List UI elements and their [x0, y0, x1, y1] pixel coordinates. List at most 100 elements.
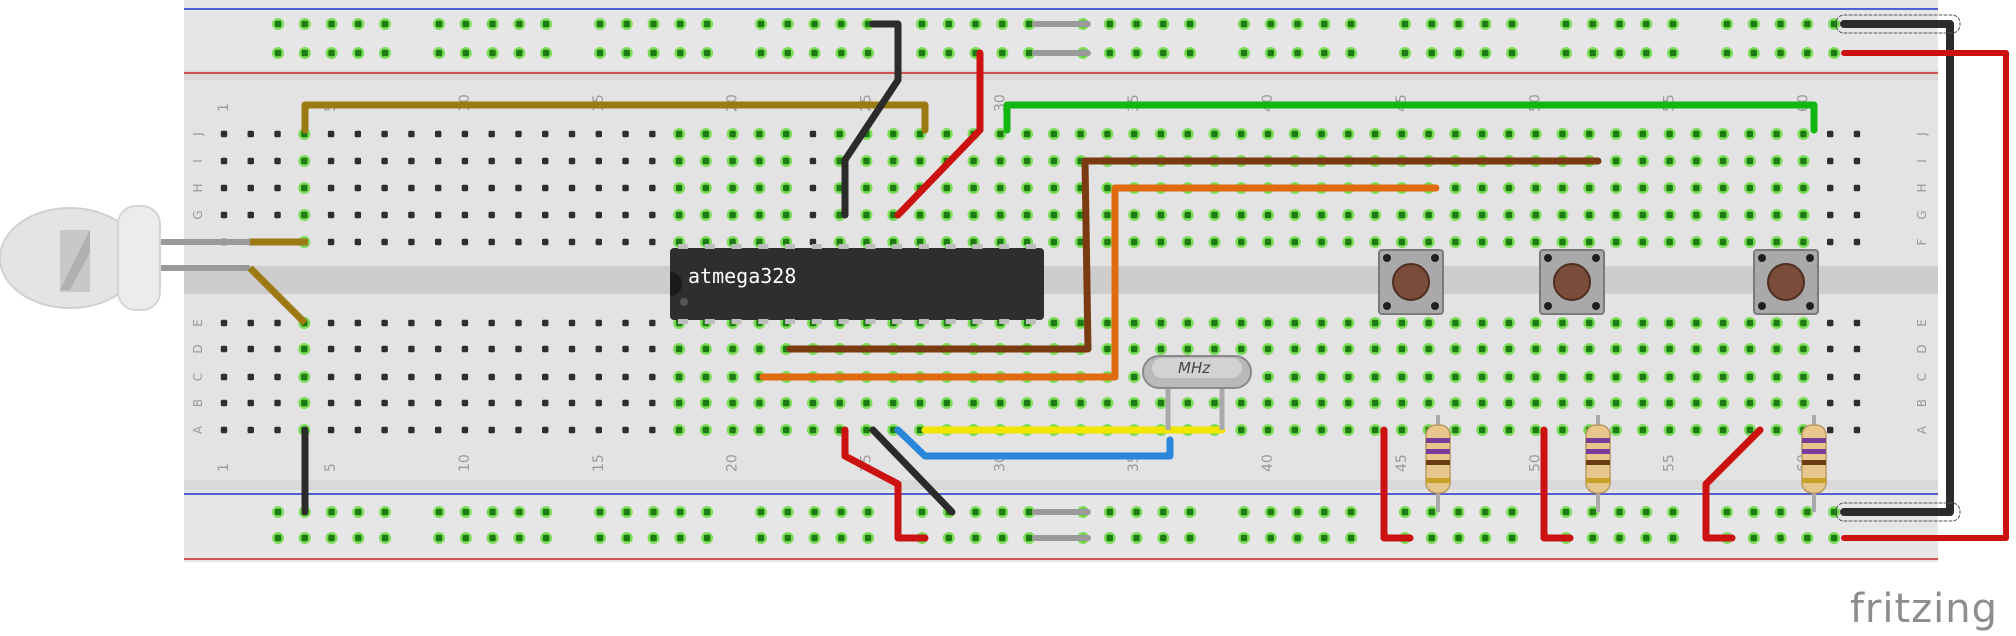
hole	[1452, 532, 1465, 544]
hole	[1529, 236, 1542, 248]
hole	[461, 319, 469, 327]
crystal-top	[1152, 358, 1242, 378]
hole	[1264, 47, 1277, 59]
hole	[540, 47, 553, 59]
hole	[461, 399, 469, 407]
hole	[914, 397, 927, 409]
hole	[1529, 182, 1542, 194]
hole	[513, 18, 526, 30]
hole	[835, 532, 848, 544]
led[interactable]	[0, 205, 308, 326]
hole	[1208, 397, 1221, 409]
hole	[1717, 155, 1730, 167]
hole	[1743, 209, 1756, 221]
hole	[940, 209, 953, 221]
resistor-2[interactable]	[1585, 415, 1611, 512]
resistor-1[interactable]	[1425, 415, 1451, 512]
wire-green[interactable]	[1003, 101, 1818, 134]
hole	[513, 506, 526, 518]
wire-blue[interactable]	[894, 426, 1174, 460]
hole	[1345, 18, 1358, 30]
hole	[622, 184, 629, 192]
hole	[647, 47, 660, 59]
hole	[1449, 236, 1462, 248]
hole	[1690, 128, 1703, 140]
hole	[1479, 18, 1492, 30]
hole	[1770, 371, 1783, 383]
hole	[781, 532, 794, 544]
hole	[433, 532, 445, 544]
wire-red-bottom-1[interactable]	[841, 426, 929, 542]
hole	[1770, 182, 1783, 194]
hole	[1529, 371, 1542, 383]
wire-black-right[interactable]	[1840, 20, 1954, 516]
hole	[967, 182, 980, 194]
wire-black-top[interactable]	[841, 20, 902, 219]
hole	[1479, 47, 1492, 59]
button-3[interactable]	[1753, 249, 1819, 315]
hole	[1774, 47, 1787, 59]
hole	[354, 373, 362, 381]
wire-red-right[interactable]	[1841, 50, 2009, 541]
hole	[1128, 371, 1141, 383]
wire-red-button-3[interactable]	[1702, 426, 1764, 542]
hole	[1743, 343, 1756, 355]
wire-brown[interactable]	[786, 157, 1602, 353]
hole	[1663, 128, 1676, 140]
hole	[461, 373, 469, 381]
hole	[1853, 130, 1861, 138]
hole	[1770, 424, 1783, 436]
hole	[701, 532, 714, 544]
hole	[1502, 424, 1515, 436]
hole	[1827, 211, 1834, 219]
hole	[515, 426, 522, 434]
hole	[622, 130, 629, 138]
wire-orange[interactable]	[759, 184, 1440, 381]
hole	[1613, 18, 1626, 30]
button-2[interactable]	[1539, 249, 1605, 315]
hole	[996, 532, 1009, 544]
hole	[699, 397, 712, 409]
chip-pin	[999, 244, 1010, 249]
hole	[1264, 18, 1277, 30]
hole	[408, 238, 415, 246]
crystal[interactable]: MHz	[1142, 355, 1252, 430]
hole	[620, 18, 633, 30]
hole	[1797, 343, 1810, 355]
hole	[1208, 128, 1221, 140]
hole	[1103, 506, 1116, 518]
chip-pin	[758, 244, 769, 249]
atmega-chip[interactable]: atmega328	[670, 244, 1044, 324]
hole	[274, 399, 281, 407]
resistor-3[interactable]	[1801, 415, 1827, 512]
hole	[1288, 128, 1301, 140]
hole	[1636, 236, 1649, 248]
hole	[274, 426, 281, 434]
hole	[434, 426, 442, 434]
hole	[1047, 317, 1060, 329]
hole	[220, 130, 228, 138]
button-1[interactable]	[1378, 249, 1444, 315]
wire-olive[interactable]	[301, 101, 929, 134]
hole	[1801, 18, 1814, 30]
hole	[488, 238, 495, 246]
hole	[1023, 506, 1036, 518]
wire-red-button-2[interactable]	[1540, 426, 1574, 542]
wire-red-top[interactable]	[894, 49, 984, 219]
hole	[620, 506, 633, 518]
wire-black-bottom[interactable]	[869, 426, 956, 516]
hole	[1345, 532, 1358, 544]
hole	[1399, 47, 1411, 59]
hole	[1369, 317, 1382, 329]
hole	[1717, 397, 1730, 409]
wire-red-button-1[interactable]	[1380, 426, 1414, 542]
led-flange	[117, 205, 161, 311]
hole	[1235, 236, 1248, 248]
hole	[1021, 209, 1034, 221]
hole	[327, 373, 335, 381]
hole	[1721, 18, 1733, 30]
hole	[1047, 236, 1060, 248]
hole	[1690, 371, 1703, 383]
row-letter: C	[191, 373, 205, 381]
hole	[542, 319, 549, 327]
